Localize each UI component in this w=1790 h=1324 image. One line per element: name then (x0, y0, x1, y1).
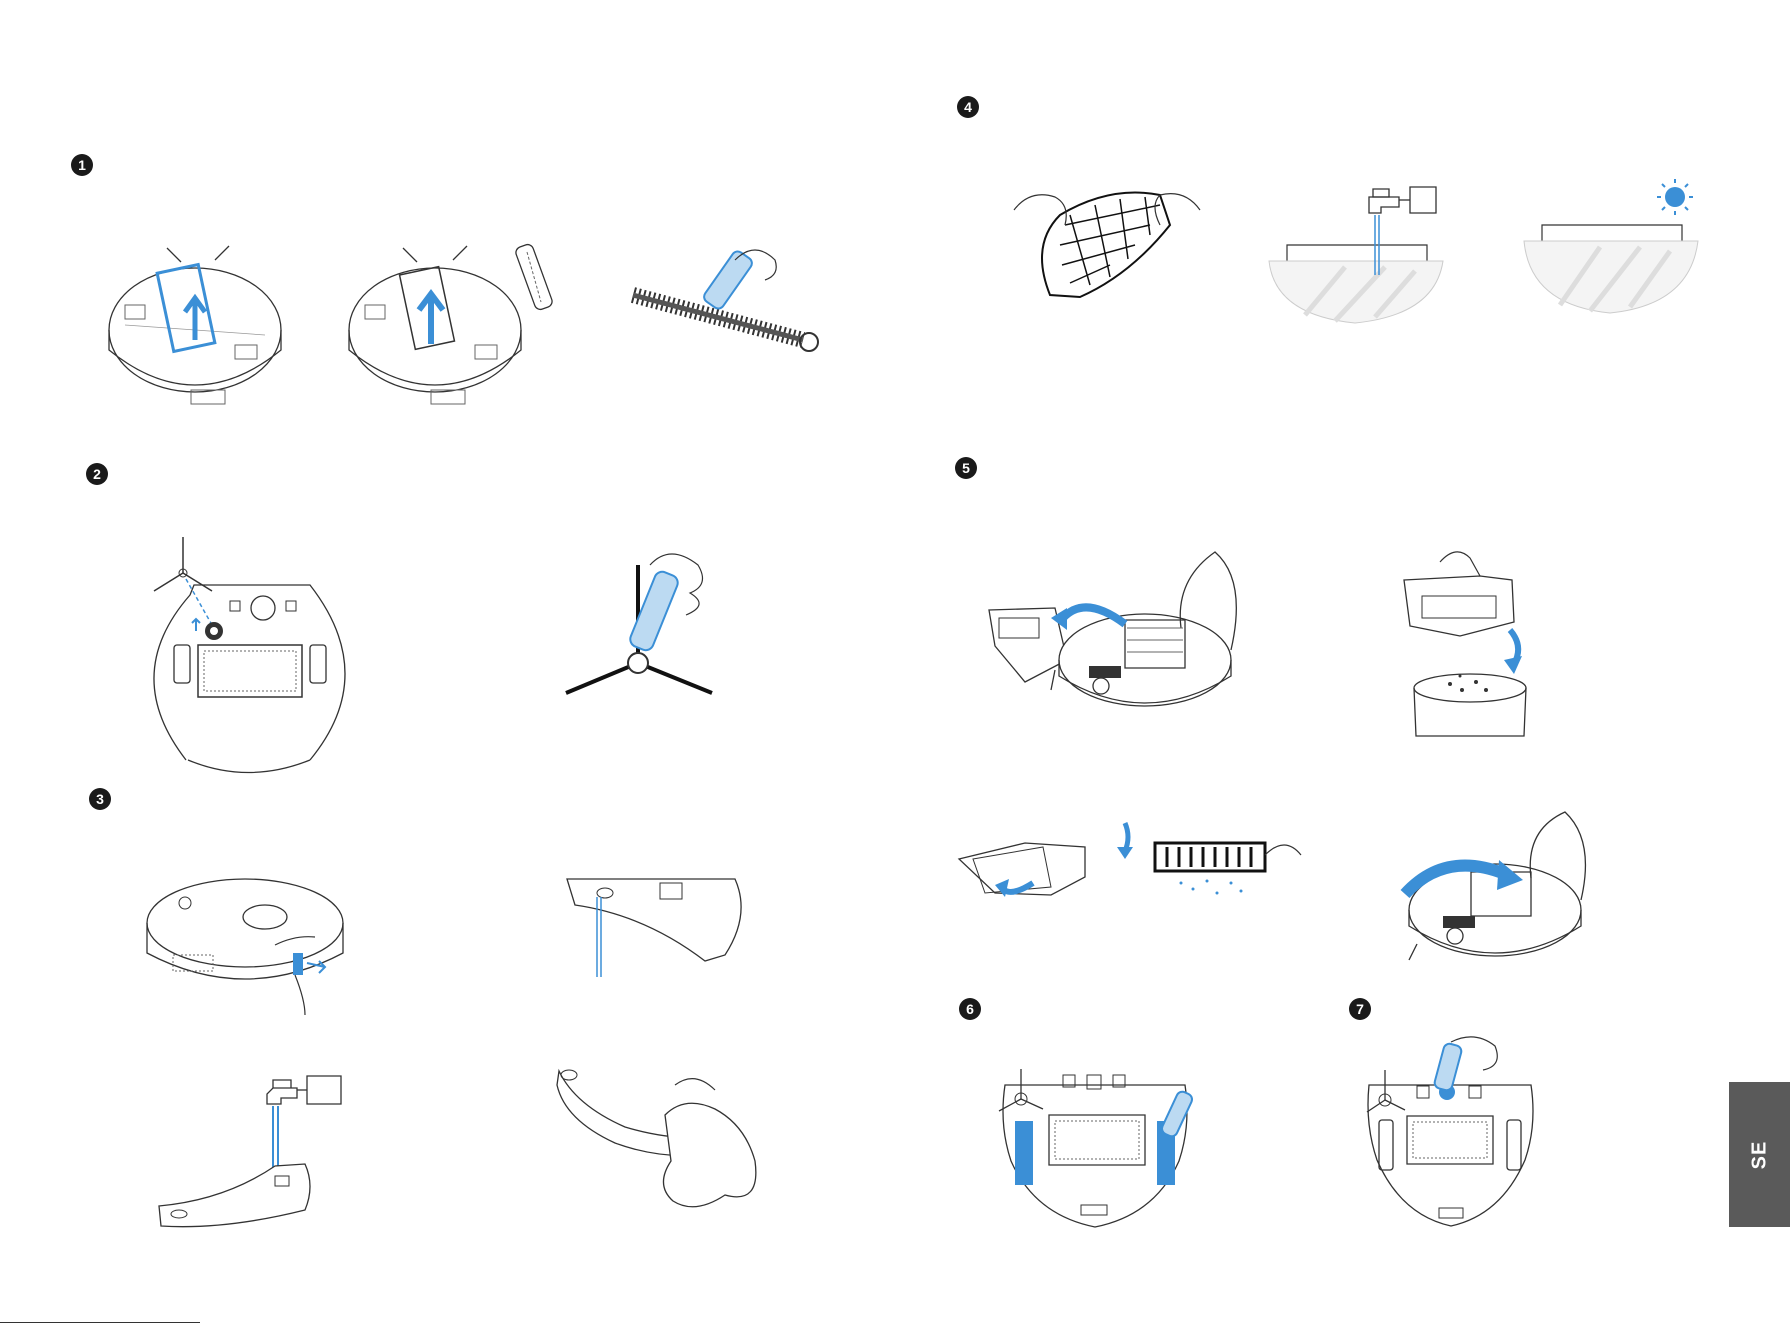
dustbin-removal-icon (985, 550, 1235, 720)
language-tab: SE (1729, 1082, 1790, 1227)
step-2-badge: 2 (86, 463, 108, 485)
dustbin-empty-icon (1400, 540, 1560, 740)
step-5-badge: 5 (955, 457, 977, 479)
charging-contacts-cleaning-icon (1365, 1030, 1540, 1230)
mop-pad-removal-icon (1010, 185, 1205, 300)
step-1-badge: 1 (71, 154, 93, 176)
dustbin-reinsert-icon (1395, 810, 1585, 970)
mop-pad-dry-icon (1520, 175, 1700, 325)
step-7-badge: 7 (1349, 998, 1371, 1020)
water-tank-removal-icon (145, 875, 345, 1015)
main-brush-removed-icon (505, 240, 565, 315)
side-brush-removal-icon (150, 535, 350, 760)
footer-rule (0, 1322, 200, 1323)
step-6-badge: 6 (959, 998, 981, 1020)
step-4-badge: 4 (957, 96, 979, 118)
robot-bottom-brush-guard-icon (105, 240, 285, 410)
water-tank-rinse-icon (155, 1070, 345, 1230)
side-brush-cleaning-icon (560, 535, 720, 695)
mop-pad-wash-icon (1265, 175, 1445, 325)
language-tab-label: SE (1748, 1140, 1771, 1169)
step-3-badge: 3 (89, 788, 111, 810)
robot-bottom-brush-removed-icon (345, 240, 525, 410)
water-tank-wipe-icon (555, 1065, 760, 1225)
water-tank-drain-icon (565, 875, 755, 980)
filter-cleaning-icon (955, 815, 1305, 915)
main-brush-cleaning-icon (625, 240, 825, 375)
cliff-sensor-cleaning-icon (995, 1065, 1220, 1230)
